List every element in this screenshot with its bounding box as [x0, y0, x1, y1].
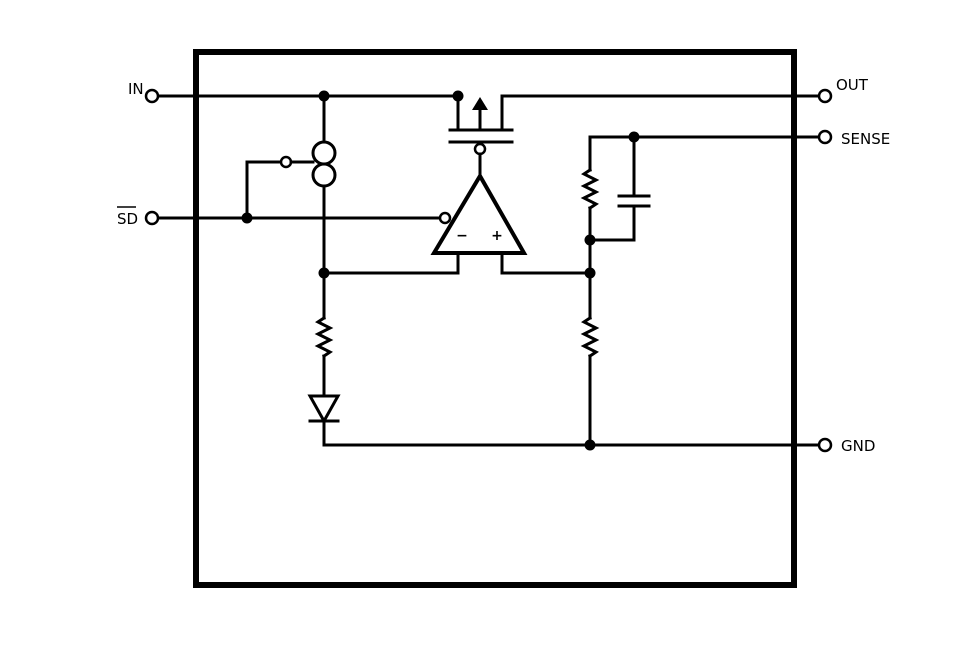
junction-dot	[318, 90, 330, 102]
minus-sign: −	[456, 228, 468, 244]
junction-dot	[584, 439, 596, 451]
junction-dot	[241, 212, 253, 224]
resistor	[580, 167, 600, 211]
junction-dot	[628, 131, 640, 143]
junction-dot	[584, 267, 596, 279]
junctions	[241, 90, 640, 451]
sd-path	[156, 155, 442, 220]
pin-gnd: GND	[817, 437, 875, 455]
error-amplifier: − +	[430, 152, 528, 275]
arrow-up-icon	[472, 97, 488, 110]
pin-out: OUT	[817, 76, 869, 104]
resistor	[580, 315, 600, 359]
svg-text:GND: GND	[841, 437, 875, 455]
svg-text:IN: IN	[128, 80, 144, 98]
svg-text:SD: SD	[117, 210, 138, 228]
pin-sense: SENSE	[817, 129, 890, 148]
reference-branch	[307, 271, 460, 447]
pin-in: IN	[128, 80, 160, 104]
svg-text:SENSE: SENSE	[841, 130, 890, 148]
current-source	[311, 94, 337, 275]
feedback-divider	[500, 135, 821, 447]
junction-dot	[584, 234, 596, 246]
diode	[307, 394, 341, 425]
junction-dot	[452, 90, 464, 102]
svg-text:OUT: OUT	[836, 76, 869, 94]
package-outline	[193, 49, 797, 588]
pin-sd: SD	[117, 206, 160, 228]
junction-dot	[318, 267, 330, 279]
pass-transistor	[448, 94, 514, 156]
resistor	[314, 315, 334, 359]
plus-sign: +	[491, 228, 503, 244]
